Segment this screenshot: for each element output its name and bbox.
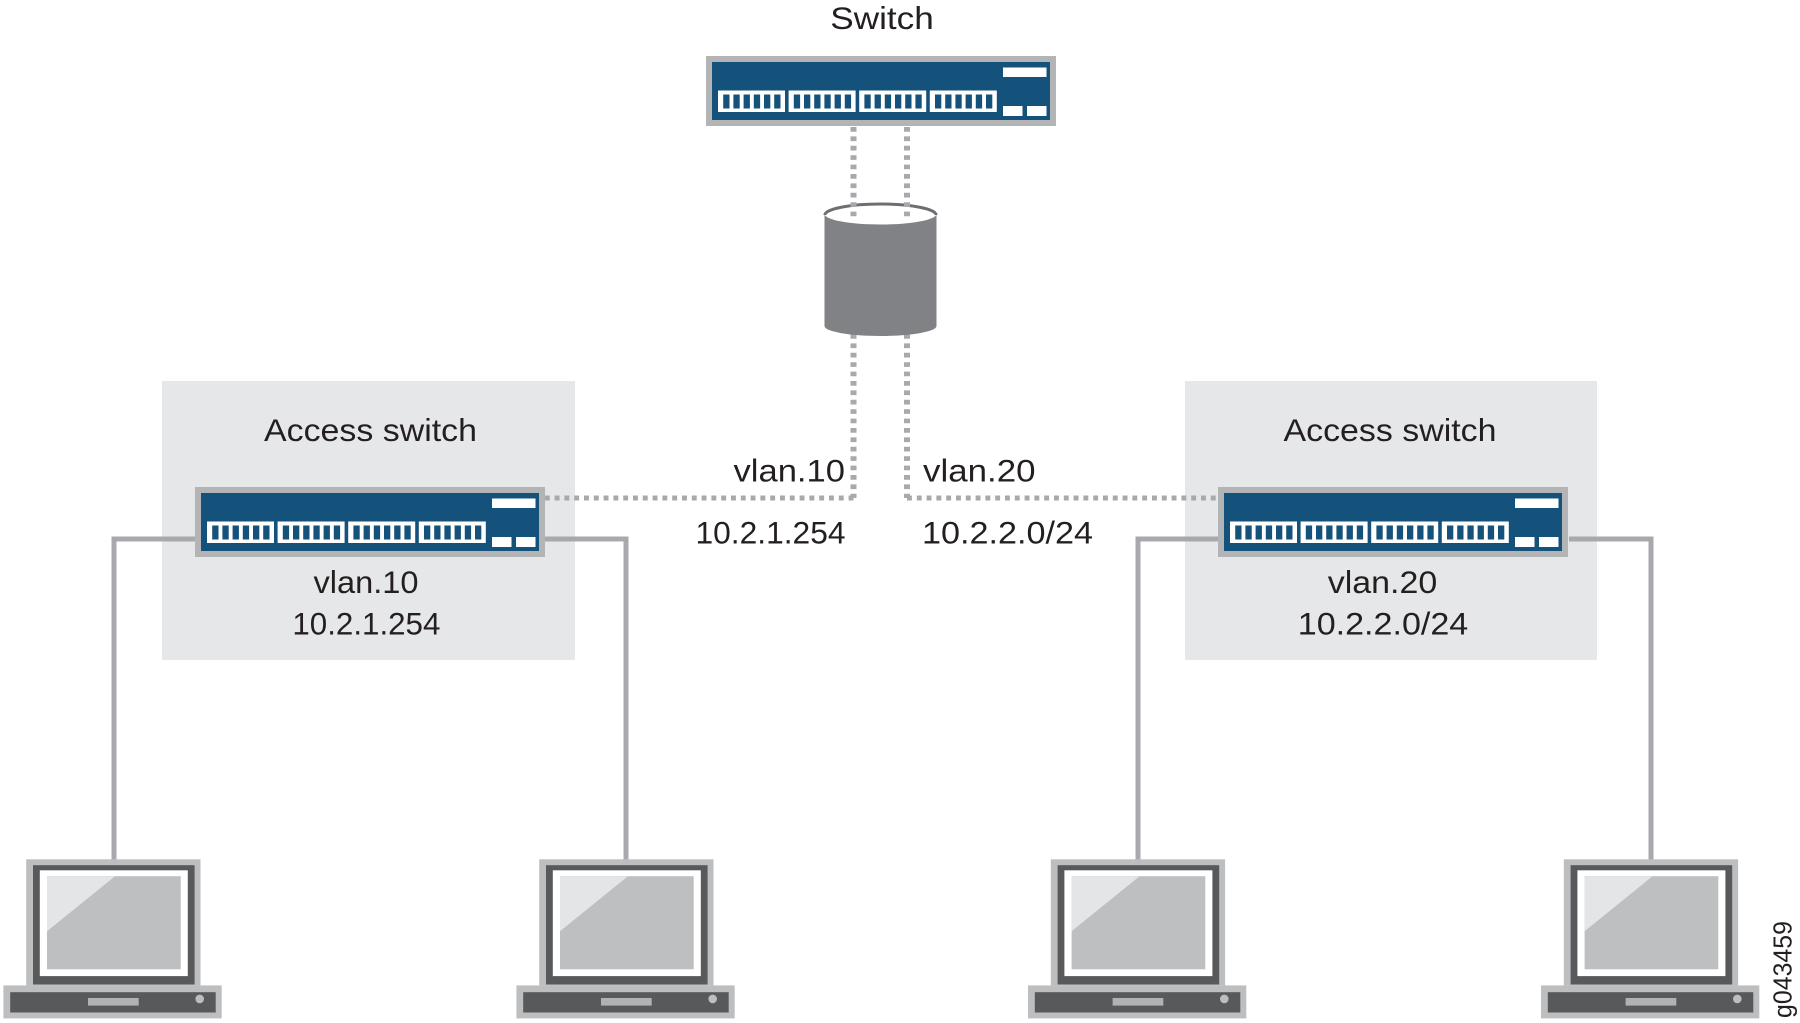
svg-text:10.2.2.0/24: 10.2.2.0/24 (922, 515, 1093, 551)
svg-text:vlan.10: vlan.10 (314, 564, 419, 600)
svg-text:Access switch: Access switch (1284, 412, 1497, 448)
svg-text:10.2.1.254: 10.2.1.254 (292, 606, 440, 642)
svg-text:10.2.2.0/24: 10.2.2.0/24 (1298, 606, 1469, 642)
svg-text:vlan.20: vlan.20 (1328, 564, 1438, 600)
svg-text:10.2.1.254: 10.2.1.254 (696, 515, 846, 551)
svg-text:vlan.10: vlan.10 (734, 453, 846, 489)
svg-text:Switch: Switch (830, 0, 934, 36)
svg-text:g043459: g043459 (1768, 921, 1798, 1018)
svg-text:vlan.20: vlan.20 (923, 453, 1036, 489)
svg-text:Access switch: Access switch (264, 412, 477, 448)
